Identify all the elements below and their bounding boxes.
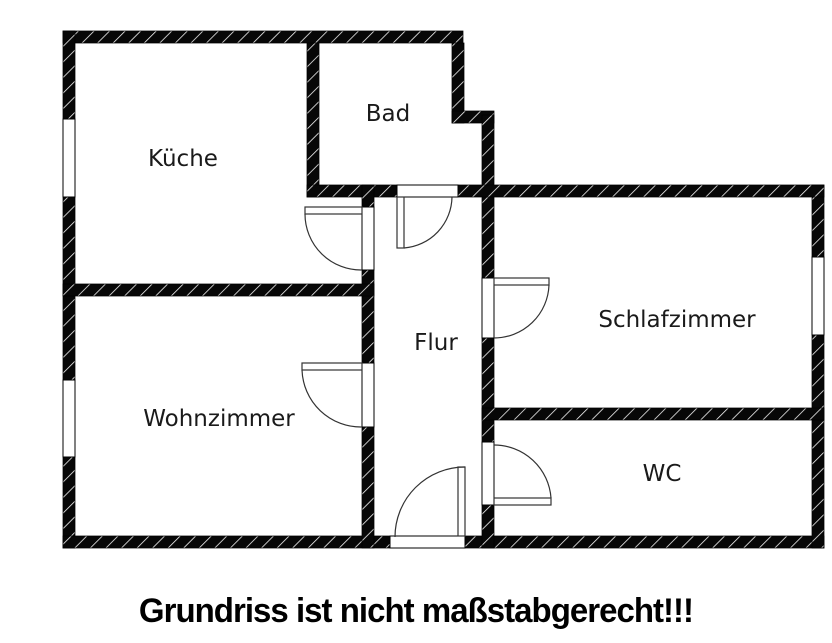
caption-not-to-scale: Grundriss ist nicht maßstabgerecht!!! <box>138 592 694 630</box>
door-opening-kueche <box>361 206 375 271</box>
room-label-wc: WC <box>643 461 682 487</box>
room-label-flur: Flur <box>414 330 458 356</box>
door-opening-wc <box>481 441 495 506</box>
floor-plan-drawing: Küche Bad Flur Schlafzimmer Wohnzimmer W… <box>62 30 825 549</box>
wall-right <box>811 184 825 549</box>
door-opening-entrance <box>389 535 466 549</box>
door-leaf-schlafzimmer <box>493 277 550 286</box>
window-schlafzimmer <box>811 256 825 336</box>
door-arc-wc <box>493 444 552 499</box>
door-leaf-kueche <box>304 206 363 215</box>
door-leaf-wc <box>493 497 552 506</box>
window-kueche <box>62 118 76 198</box>
wall-kueche-wohnzimmer-divider <box>62 283 375 297</box>
door-opening-wohnzimmer <box>361 362 375 428</box>
wall-top <box>62 30 464 44</box>
wall-bad-left <box>306 42 320 198</box>
door-leaf-entrance <box>457 466 466 537</box>
door-arc-kueche <box>304 213 363 271</box>
wall-bad-bottom-left <box>306 184 398 198</box>
wall-wc-schlafzimmer-divider <box>481 407 825 421</box>
wall-schlafzimmer-top <box>457 184 825 198</box>
door-arc-bad <box>403 196 453 249</box>
door-leaf-bad <box>396 196 405 249</box>
door-arc-wohnzimmer <box>301 369 363 428</box>
door-arc-schlafzimmer <box>493 284 550 339</box>
door-opening-bad <box>396 184 459 198</box>
room-label-kueche: Küche <box>148 146 218 172</box>
door-opening-schlafzimmer <box>481 277 495 339</box>
door-leaf-wohnzimmer <box>301 362 363 371</box>
room-label-wohnzimmer: Wohnzimmer <box>143 406 295 432</box>
door-arc-entrance <box>394 466 466 538</box>
window-wohnzimmer <box>62 379 76 458</box>
room-label-bad: Bad <box>366 101 410 127</box>
room-label-schlafzimmer: Schlafzimmer <box>598 307 756 333</box>
